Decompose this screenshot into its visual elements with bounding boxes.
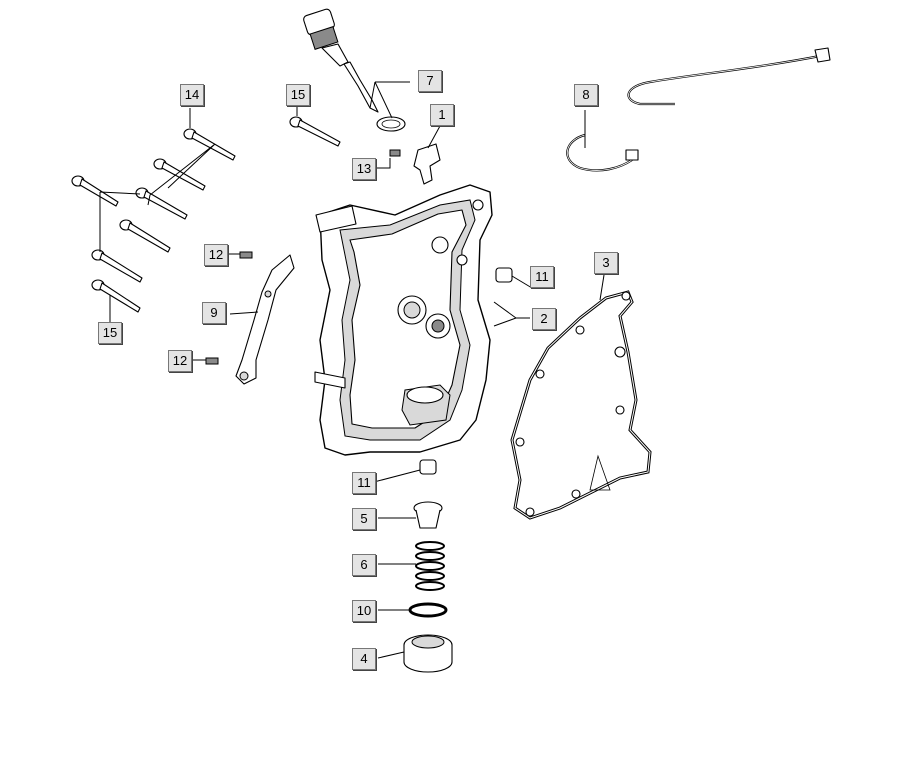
callout-15-top[interactable]: 15 [286,84,310,106]
callout-13[interactable]: 13 [352,158,376,180]
o-ring-part [408,602,448,618]
callout-10[interactable]: 10 [352,600,376,622]
cable-part [566,47,831,172]
callout-7[interactable]: 7 [418,70,442,92]
callout-8[interactable]: 8 [574,84,598,106]
crankcase-cover-part [314,184,493,456]
callout-14[interactable]: 14 [180,84,204,106]
bolt-15-top [289,102,341,147]
callout-15-left[interactable]: 15 [98,322,122,344]
callout-9[interactable]: 9 [202,302,226,324]
callout-11-top[interactable]: 11 [530,266,554,288]
callout-12-top[interactable]: 12 [204,244,228,266]
drain-cap-part [403,634,453,673]
leader-lines [192,81,605,659]
callout-12-bottom[interactable]: 12 [168,350,192,372]
callout-5[interactable]: 5 [352,508,376,530]
bolt-set-left [71,108,236,322]
gasket-part [510,290,652,520]
callout-1[interactable]: 1 [430,104,454,126]
callout-11-bottom[interactable]: 11 [352,472,376,494]
callout-2[interactable]: 2 [532,308,556,330]
callout-4[interactable]: 4 [352,648,376,670]
dowel-pins [419,267,513,475]
callout-3[interactable]: 3 [594,252,618,274]
plate-part [205,251,295,385]
spring-part [415,541,445,591]
strainer-part [413,501,443,529]
callout-6[interactable]: 6 [352,554,376,576]
bracket-part [389,143,441,185]
